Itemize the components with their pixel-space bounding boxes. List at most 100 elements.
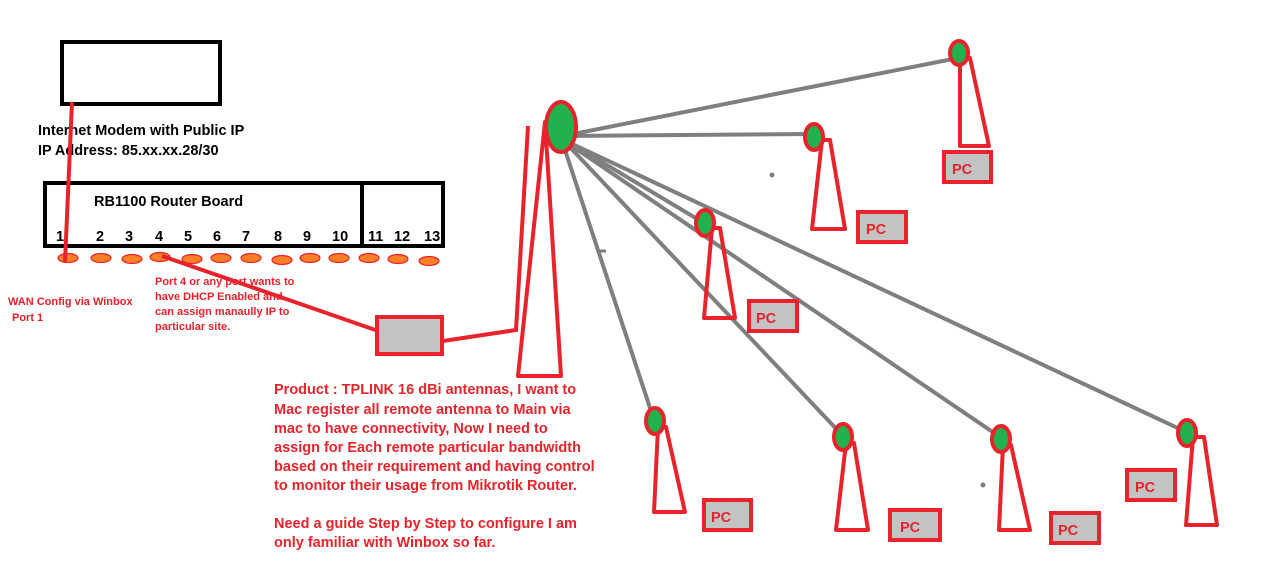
remote-antenna-head: [990, 424, 1012, 454]
remote-site: PC: [644, 406, 753, 532]
port-label: 12: [394, 229, 410, 245]
port-label: 5: [184, 229, 192, 245]
remote-antenna-head: [803, 122, 825, 152]
wan-cable: [63, 101, 74, 263]
port4-note-line: can assign manaully IP to: [155, 306, 290, 318]
main-antenna-mast: [516, 120, 563, 378]
router-port-labels: 1 2 3 4 5 6 7 8 9 10 11 12 13: [56, 229, 440, 245]
product-note-line: mac to have connectivity, Now I need to: [274, 421, 548, 437]
product-note-line: Product : TPLINK 16 dBi antennas, I want…: [274, 382, 576, 398]
wireless-link: [561, 142, 656, 422]
port-connector: [299, 252, 321, 264]
product-note: Product : TPLINK 16 dBi antennas, I want…: [274, 382, 595, 494]
port-connector: [418, 255, 440, 267]
wireless-link: [564, 140, 1002, 439]
port-label: 11: [368, 229, 383, 245]
port-label: 9: [303, 229, 311, 245]
stray-dot: [980, 482, 986, 488]
port4-note-line: have DHCP Enabled and: [155, 291, 283, 303]
pc-box: [856, 210, 908, 244]
pc-box: [888, 508, 942, 542]
port-connector: [358, 252, 380, 264]
wireless-link: [564, 139, 1186, 433]
port-connector: [121, 253, 143, 265]
remote-antenna-mast: [1184, 435, 1219, 527]
pc-label: PC: [1135, 480, 1156, 496]
wireless-link: [563, 140, 845, 438]
remote-antenna-mast: [958, 56, 991, 148]
port-connector: [240, 252, 262, 264]
remote-site: PC: [990, 424, 1101, 545]
wan-note: WAN Config via Winbox Port 1: [8, 296, 133, 324]
router-board-extension: [360, 181, 445, 248]
poe-device-box: [375, 315, 444, 356]
lan-cable-port4: [161, 254, 385, 335]
port-connector: [328, 252, 350, 264]
remote-antenna-head: [694, 208, 716, 238]
remote-site: PC: [803, 122, 908, 244]
port4-note-line: particular site.: [155, 321, 230, 333]
product-note-line: assign for Each remote particular bandwi…: [274, 440, 581, 456]
main-antenna-head: [544, 100, 578, 154]
pc-label: PC: [952, 162, 973, 178]
product-note-line: to monitor their usage from Mikrotik Rou…: [274, 478, 577, 494]
remote-antenna-mast: [702, 226, 737, 320]
pc-box: [747, 299, 799, 333]
wireless-links: [561, 56, 1186, 439]
pc-box: [1125, 468, 1177, 502]
remote-site: PC: [832, 422, 942, 542]
remote-site: PC: [694, 208, 799, 333]
remote-antenna-mast: [997, 443, 1032, 532]
pc-label: PC: [900, 520, 921, 536]
remote-antenna-mast: [834, 441, 870, 532]
port-label: 10: [332, 229, 348, 245]
port-connector: [271, 254, 293, 266]
port-connector: [181, 253, 203, 265]
port-connector: [90, 252, 112, 264]
port-label: 1: [56, 229, 64, 245]
internet-modem-box: [60, 40, 222, 106]
guide-note: Need a guide Step by Step to configure I…: [274, 516, 577, 551]
guide-note-line: only familiar with Winbox so far.: [274, 535, 495, 551]
remote-site: PC: [942, 39, 993, 184]
modem-label-line2: IP Address: 85.xx.xx.28/30: [38, 143, 219, 159]
port4-note-line: Port 4 or any port wants to: [155, 276, 295, 288]
pc-label: PC: [711, 510, 732, 526]
pc-label: PC: [866, 222, 887, 238]
port-connector: [57, 252, 79, 264]
remote-antenna-mast: [810, 138, 847, 231]
pc-box: [942, 150, 993, 184]
port-connector: [210, 252, 232, 264]
wireless-link: [561, 56, 960, 138]
product-note-line: based on their requirement and having co…: [274, 459, 595, 475]
port-label: 13: [424, 229, 440, 245]
port-label: 6: [213, 229, 221, 245]
port4-note: Port 4 or any port wants to have DHCP En…: [155, 276, 295, 333]
remote-antenna-head: [948, 39, 970, 67]
port-label: 2: [96, 229, 104, 245]
product-note-line: Mac register all remote antenna to Main …: [274, 402, 571, 418]
port-connector: [387, 253, 409, 265]
wan-note-line: Port 1: [12, 312, 43, 324]
router-board-main: [43, 181, 365, 248]
wireless-link: [563, 138, 706, 225]
pc-label: PC: [756, 311, 777, 327]
remote-antenna-mast: [652, 425, 687, 514]
port-label: 8: [274, 229, 282, 245]
port-label: 3: [125, 229, 133, 245]
router-port-connectors: [57, 251, 440, 267]
pc-box: [1049, 511, 1101, 545]
router-title: RB1100 Router Board: [94, 194, 243, 210]
guide-note-line: Need a guide Step by Step to configure I…: [274, 516, 577, 532]
remote-antenna-head: [644, 406, 666, 436]
pc-box: [702, 498, 753, 532]
remote-site: PC: [1125, 418, 1219, 527]
pc-label: PC: [1058, 523, 1079, 539]
wan-note-line: WAN Config via Winbox: [8, 296, 133, 308]
remote-antenna-head: [1176, 418, 1198, 448]
port-label: 7: [242, 229, 250, 245]
stray-dot: [769, 172, 775, 178]
switch-to-antenna-cable: [442, 125, 530, 343]
wireless-link: [561, 132, 814, 138]
